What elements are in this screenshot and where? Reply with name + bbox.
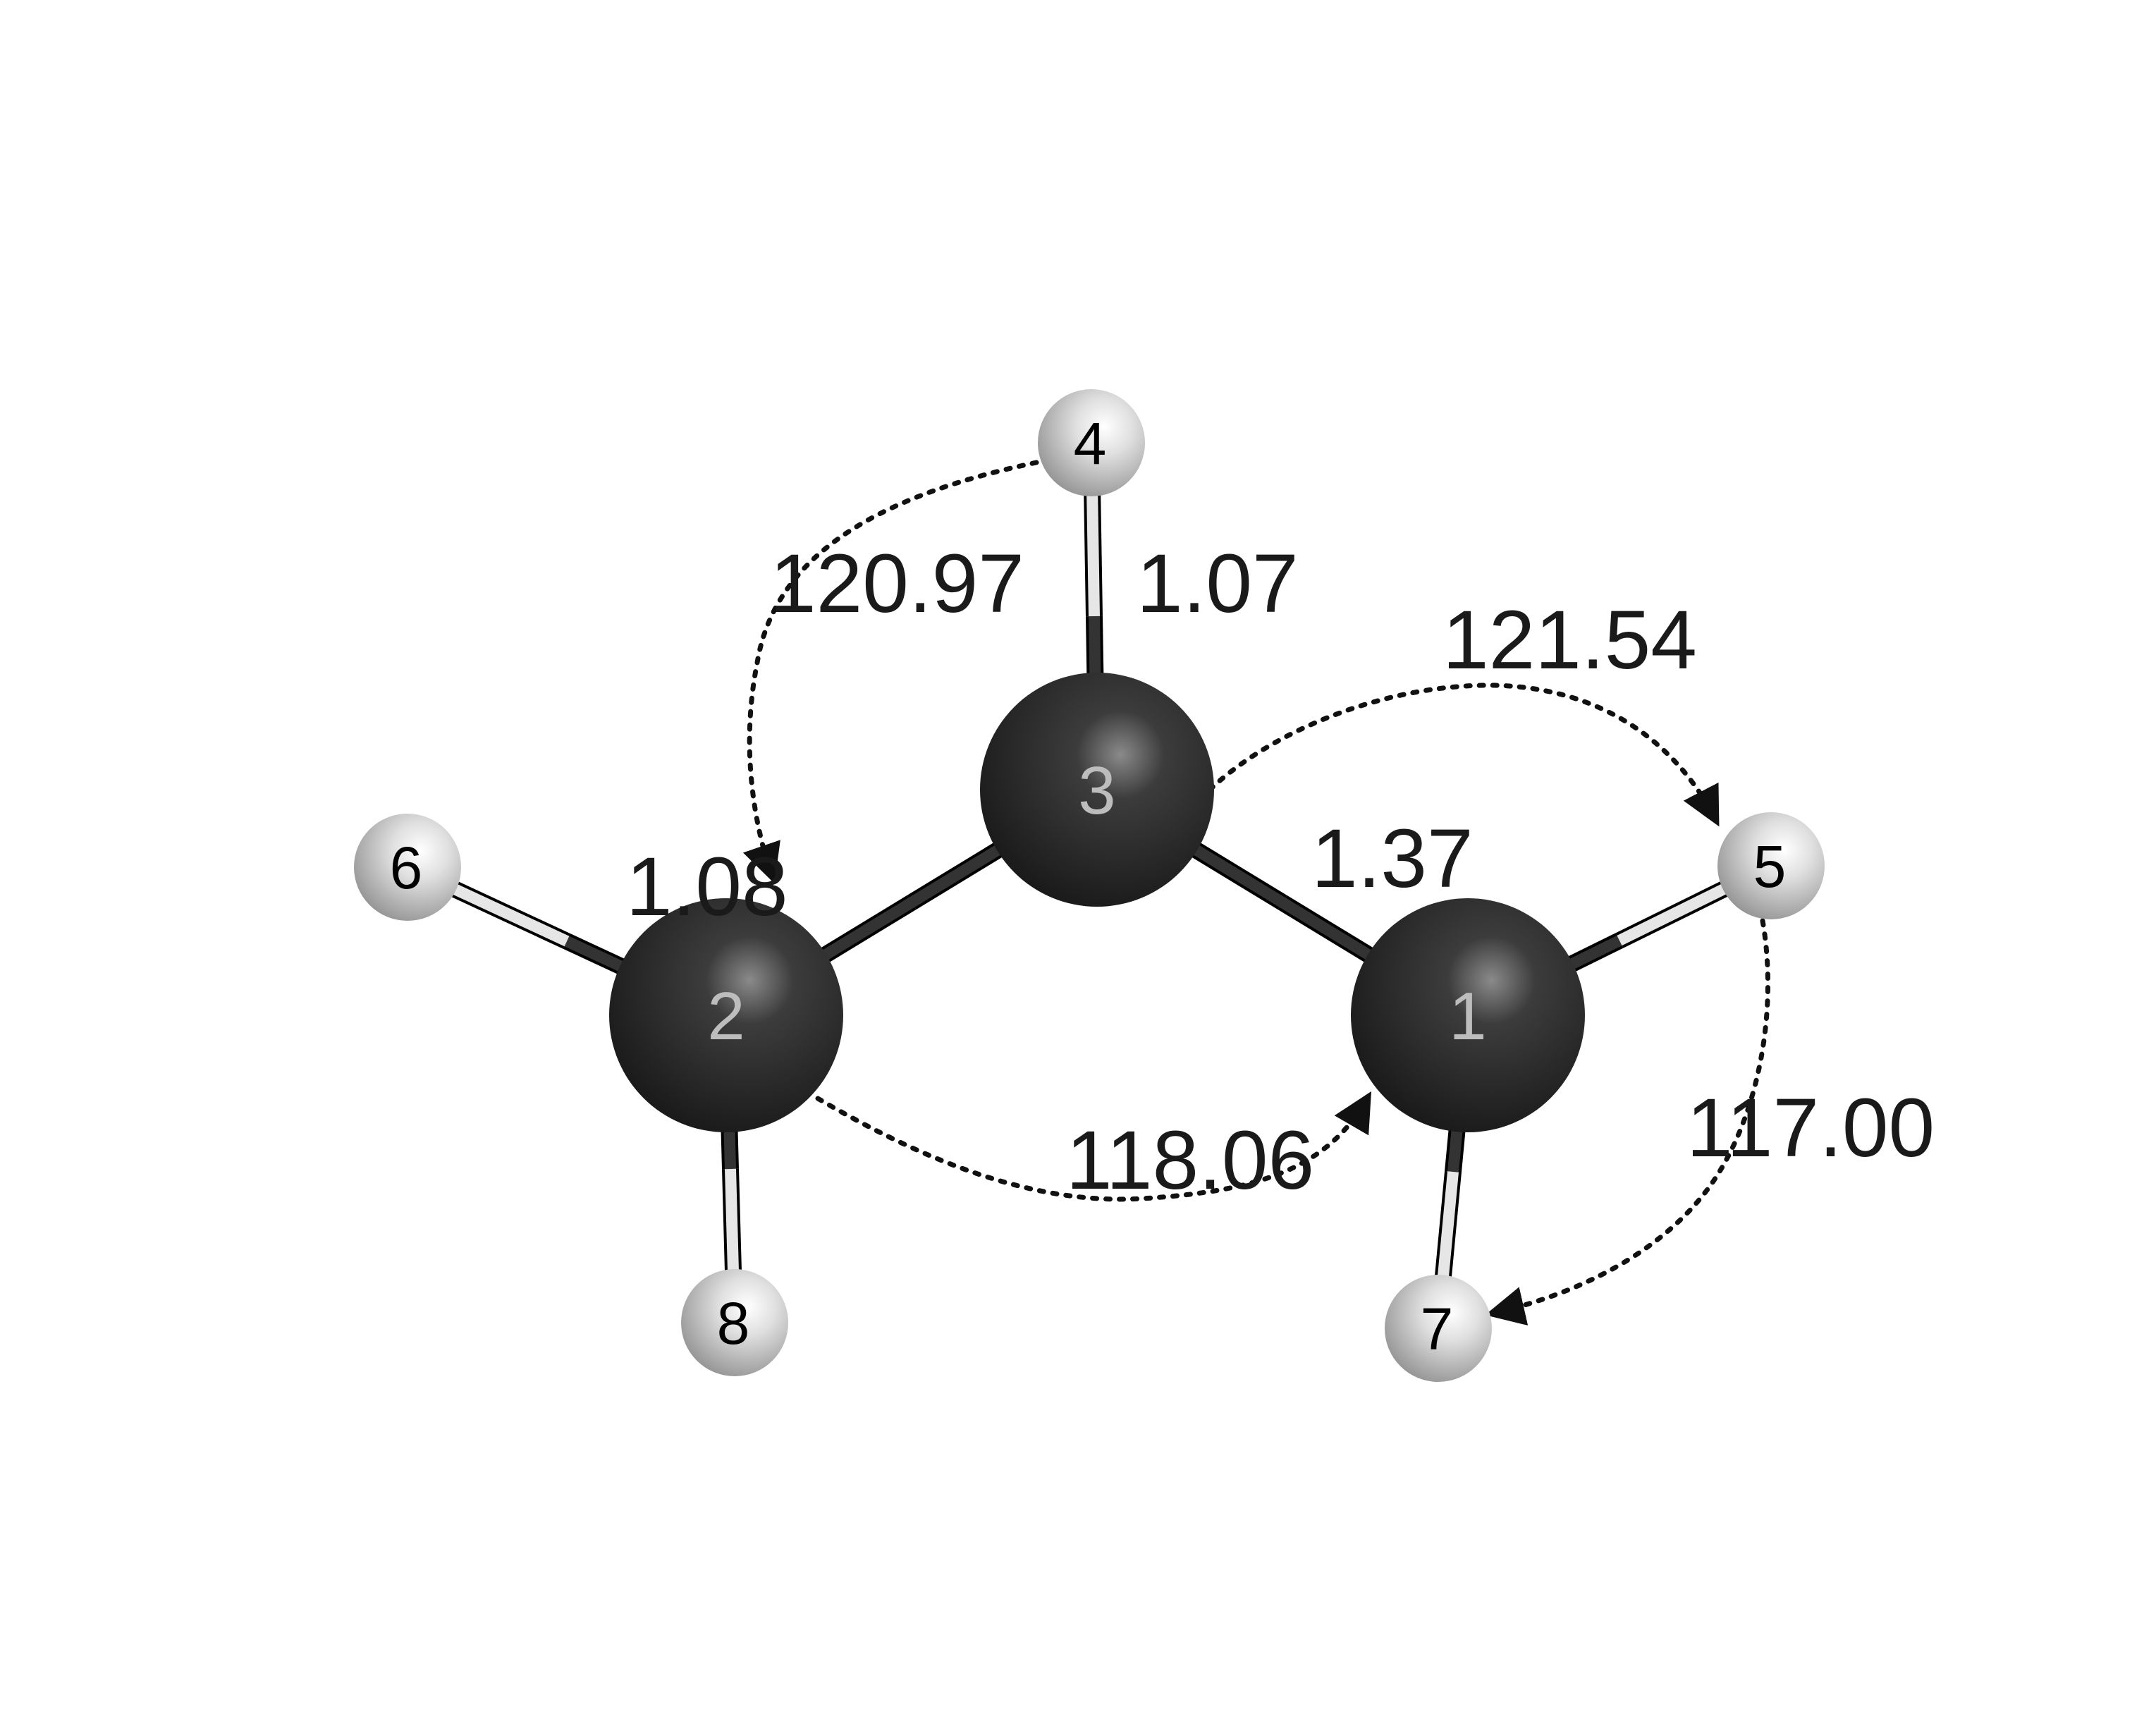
measurement-labels-layer: 1.07 1.37 1.08 120.97 121.54 118.06 117.… (626, 537, 1935, 1207)
hydrogen-atom-6: 6 (354, 814, 461, 921)
angle-label-3-1-5: 121.54 (1443, 594, 1697, 687)
angle-arc-3-1-5 (1207, 682, 1720, 827)
hydrogen-atom-8: 8 (681, 1269, 788, 1376)
atom-label-3: 3 (1078, 753, 1115, 828)
atom-label-7: 7 (1421, 1296, 1454, 1362)
atom-label-8: 8 (717, 1290, 750, 1357)
angle-arc-4-3-2 (742, 460, 1039, 884)
bond-length-label-3-1: 1.37 (1311, 812, 1474, 905)
hydrogen-atom-5: 5 (1717, 812, 1825, 919)
angle-arc-2-3-1 (815, 1091, 1372, 1202)
atom-label-4: 4 (1074, 410, 1107, 477)
atoms-layer: 1 2 3 4 5 6 7 8 (354, 389, 1825, 1382)
carbon-atom-2: 2 (609, 898, 843, 1132)
angle-label-2-3-1: 118.06 (1066, 1114, 1314, 1207)
carbon-atom-3: 3 (980, 673, 1214, 907)
angle-label-5-1-7: 117.00 (1686, 1082, 1935, 1175)
atom-label-5: 5 (1753, 833, 1787, 900)
atom-label-2: 2 (707, 979, 745, 1054)
atom-label-6: 6 (390, 835, 423, 901)
hydrogen-atom-4: 4 (1038, 389, 1145, 496)
angle-arcs-layer (742, 460, 1770, 1325)
bond-length-label-2-6: 1.08 (626, 840, 788, 933)
angle-label-4-3-2: 120.97 (770, 537, 1024, 630)
angle-arc-5-1-7 (1485, 918, 1770, 1325)
atom-label-1: 1 (1449, 979, 1486, 1054)
carbon-atom-1: 1 (1351, 898, 1585, 1132)
bond-length-label-3-4: 1.07 (1137, 537, 1299, 630)
hydrogen-atom-7: 7 (1385, 1275, 1492, 1382)
